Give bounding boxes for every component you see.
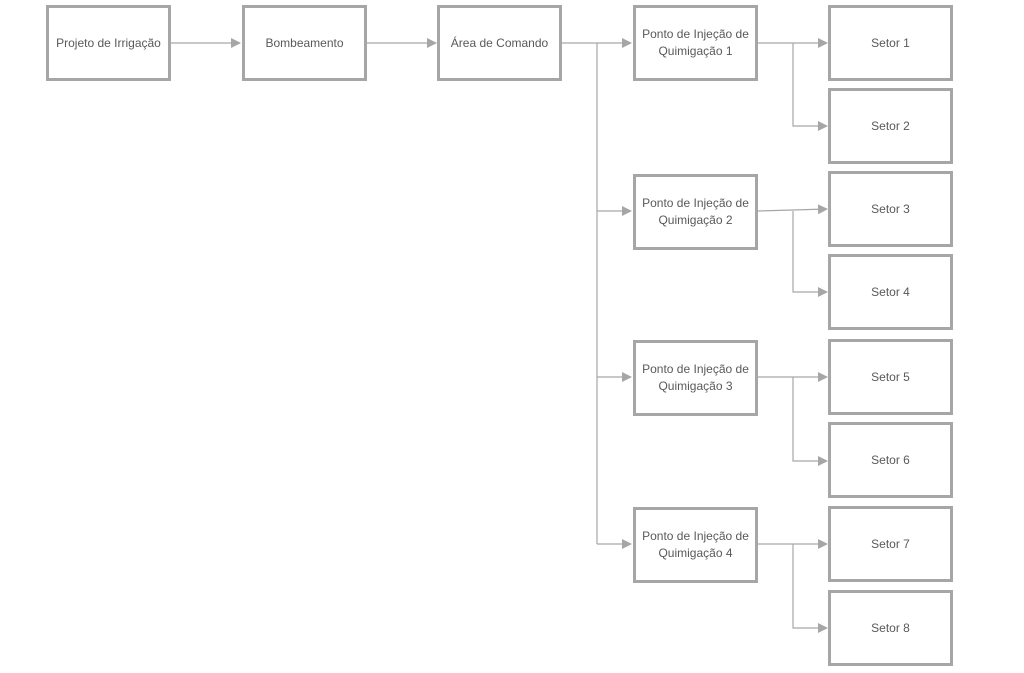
- node-area-de-comando: Área de Comando: [437, 5, 562, 81]
- node-setor-7: Setor 7: [828, 506, 953, 582]
- node-label: Bombeamento: [265, 35, 344, 50]
- node-label: Setor 5: [871, 369, 910, 384]
- node-label: Projeto de Irrigação: [56, 35, 161, 50]
- node-ponto-injecao-2: Ponto de Injeção de Quimigação 2: [633, 174, 758, 250]
- connector-pi4-setor8: [792, 544, 828, 633]
- node-label: Setor 6: [871, 452, 910, 467]
- connector-pi3-setor6: [792, 377, 828, 466]
- node-setor-4: Setor 4: [828, 254, 953, 330]
- node-label: Ponto de Injeção de Quimigação 1: [642, 27, 749, 58]
- node-label: Setor 3: [871, 201, 910, 216]
- node-setor-3: Setor 3: [828, 171, 953, 247]
- node-ponto-injecao-3: Ponto de Injeção de Quimigação 3: [633, 340, 758, 416]
- node-projeto-de-irrigacao: Projeto de Irrigação: [46, 5, 171, 81]
- node-label: Ponto de Injeção de Quimigação 4: [642, 529, 749, 560]
- connector-pi2-setor3: [757, 204, 828, 215]
- node-label: Área de Comando: [450, 35, 549, 50]
- node-label: Setor 1: [871, 35, 910, 50]
- node-label: Setor 2: [871, 118, 910, 133]
- node-label: Setor 4: [871, 284, 910, 299]
- node-ponto-injecao-4: Ponto de Injeção de Quimigação 4: [633, 507, 758, 583]
- node-setor-5: Setor 5: [828, 339, 953, 415]
- node-label: Setor 7: [871, 536, 910, 551]
- node-label: Setor 8: [871, 620, 910, 635]
- node-setor-1: Setor 1: [828, 5, 953, 81]
- node-bombeamento: Bombeamento: [242, 5, 367, 81]
- node-label: Ponto de Injeção de Quimigação 3: [642, 362, 749, 393]
- connector-pi2-setor4: [792, 211, 828, 297]
- node-setor-8: Setor 8: [828, 590, 953, 666]
- node-ponto-injecao-1: Ponto de Injeção de Quimigação 1: [633, 5, 758, 81]
- node-label: Ponto de Injeção de Quimigação 2: [642, 196, 749, 227]
- node-setor-6: Setor 6: [828, 422, 953, 498]
- node-setor-2: Setor 2: [828, 88, 953, 164]
- connector-pi1-setor2: [792, 43, 828, 131]
